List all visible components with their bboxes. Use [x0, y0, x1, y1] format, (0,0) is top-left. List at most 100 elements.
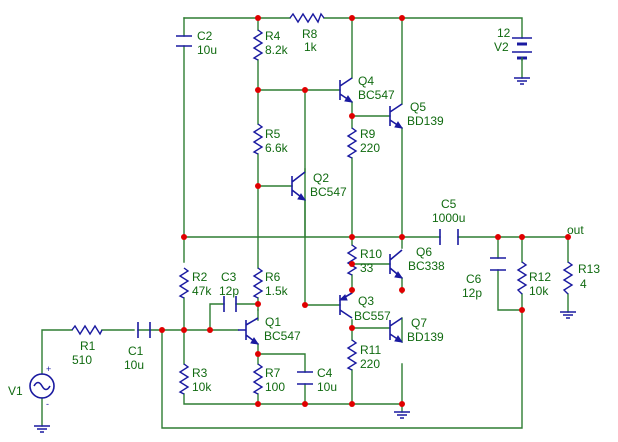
label-q6-name: Q6: [416, 245, 432, 259]
label-c3-value: 12p: [219, 284, 239, 298]
transistor-q1-symbol: [238, 317, 260, 345]
resistor-r11-symbol: [346, 339, 358, 371]
label-c4-name: C4: [317, 366, 333, 380]
capacitor-c5-symbol: [439, 229, 459, 245]
ground-v1-icon: [34, 425, 50, 433]
label-r6-name: R6: [265, 270, 281, 284]
wires: [41, 17, 569, 429]
resistor-r3-symbol: [178, 363, 190, 395]
resistor-r12-symbol: [516, 261, 528, 295]
label-v1-name: V1: [8, 384, 23, 398]
capacitor-c1-symbol: [137, 322, 151, 338]
resistor-r13-symbol: [562, 261, 574, 295]
label-v2-value: 12: [497, 26, 511, 40]
label-r11-value: 220: [360, 357, 380, 371]
capacitors: [137, 35, 506, 385]
capacitor-c2-symbol: [176, 35, 192, 47]
resistor-r6-symbol: [252, 267, 264, 299]
label-r12-value: 10k: [529, 284, 549, 298]
label-r11-name: R11: [360, 343, 381, 357]
sources: + -: [29, 37, 532, 409]
label-r6-value: 1.5k: [265, 284, 289, 298]
label-q4-name: Q4: [358, 74, 374, 88]
label-r10-name: R10: [360, 247, 382, 261]
label-r3-value: 10k: [192, 380, 212, 394]
component-labels: C2 10u R4 8.2k R8 1k 12 V2 Q4 BC547 Q5 B…: [8, 26, 600, 398]
label-q5-name: Q5: [410, 100, 426, 114]
capacitor-c6-symbol: [490, 257, 506, 271]
label-r5-name: R5: [265, 127, 281, 141]
label-q3-value: BC557: [354, 309, 391, 323]
label-r7-name: R7: [265, 366, 281, 380]
label-q1-name: Q1: [265, 315, 281, 329]
label-r2-value: 47k: [192, 284, 212, 298]
transistor-q3-symbol: [338, 292, 353, 319]
label-q2-value: BC547: [310, 185, 347, 199]
label-c6-value: 12p: [462, 286, 482, 300]
label-r13-name: R13: [578, 262, 600, 276]
grounds: [34, 77, 576, 433]
label-c6-name: C6: [466, 272, 482, 286]
ac-source-v1-symbol: + -: [29, 364, 55, 409]
transistors: [238, 77, 404, 345]
label-r5-value: 6.6k: [265, 141, 289, 155]
resistor-r5-symbol: [252, 123, 264, 155]
label-c4-value: 10u: [317, 380, 337, 394]
resistor-r2-symbol: [178, 267, 190, 299]
label-r7-value: 100: [265, 380, 285, 394]
ground-r13-icon: [560, 311, 576, 319]
label-c1-value: 10u: [124, 358, 144, 372]
label-r4-value: 8.2k: [265, 43, 289, 57]
resistor-r9-symbol: [346, 127, 358, 159]
label-r1-value: 510: [72, 353, 92, 367]
resistor-r1-symbol: [71, 324, 103, 336]
resistors: [71, 12, 574, 395]
resistor-r8-symbol: [289, 12, 325, 24]
transistor-q6-symbol: [389, 249, 404, 279]
label-r8-value: 1k: [304, 40, 318, 54]
transistor-q2-symbol: [291, 171, 307, 201]
resistor-r10-symbol: [346, 244, 358, 276]
label-r3-name: R3: [192, 366, 208, 380]
transistor-q4-symbol: [339, 77, 354, 103]
transistor-q7-symbol: [389, 317, 404, 343]
net-label-out: out: [567, 223, 584, 237]
label-q3-name: Q3: [358, 294, 374, 308]
ground-v2-icon: [514, 77, 530, 85]
label-q1-value: BC547: [264, 329, 301, 343]
svg-text:+: +: [46, 364, 51, 374]
label-r10-value: 33: [360, 261, 374, 275]
label-c5-value: 1000u: [432, 211, 465, 225]
label-c5-name: C5: [441, 197, 457, 211]
label-q4-value: BC547: [358, 88, 395, 102]
label-q5-value: BD139: [407, 114, 444, 128]
label-q7-name: Q7: [411, 316, 427, 330]
label-c2-name: C2: [197, 29, 213, 43]
capacitor-c3-symbol: [223, 296, 237, 312]
label-r4-name: R4: [265, 29, 281, 43]
capacitor-c4-symbol: [297, 371, 313, 385]
resistor-r7-symbol: [252, 363, 264, 395]
label-q2-name: Q2: [313, 171, 329, 185]
svg-text:-: -: [46, 399, 49, 409]
resistor-r4-symbol: [252, 29, 264, 61]
label-r9-value: 220: [360, 141, 380, 155]
label-r13-value: 4: [580, 277, 587, 291]
junctions: [159, 15, 571, 407]
label-c1-name: C1: [128, 344, 144, 358]
label-c3-name: C3: [221, 270, 237, 284]
label-r2-name: R2: [192, 270, 208, 284]
label-v2-name: V2: [494, 40, 509, 54]
battery-v2-symbol: [512, 37, 532, 61]
label-q7-value: BD139: [407, 330, 444, 344]
label-r9-name: R9: [360, 127, 376, 141]
label-r1-name: R1: [80, 339, 96, 353]
transistor-q5-symbol: [389, 103, 404, 129]
label-r12-name: R12: [529, 270, 551, 284]
label-r8-name: R8: [302, 27, 318, 41]
ground-main-icon: [394, 411, 410, 419]
label-q6-value: BC338: [408, 259, 445, 273]
label-c2-value: 10u: [197, 43, 217, 57]
